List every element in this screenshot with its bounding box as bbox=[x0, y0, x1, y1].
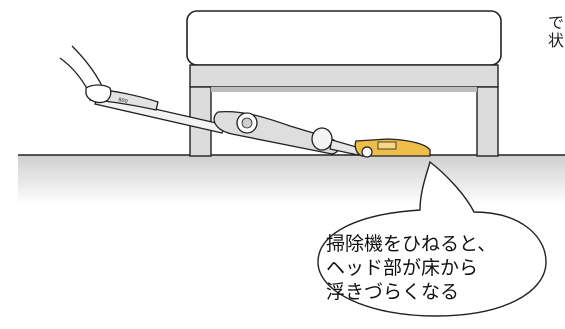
dust-cup bbox=[311, 127, 333, 151]
arm-line bbox=[59, 57, 89, 91]
stick-vacuum: 800 bbox=[89, 89, 431, 158]
mattress bbox=[186, 10, 502, 66]
edge-text: で 状 bbox=[548, 14, 565, 50]
hand bbox=[59, 45, 112, 104]
caption-line-2: ヘッド部が床から bbox=[326, 257, 479, 279]
edge-mark-1: で bbox=[548, 13, 565, 32]
fingers bbox=[85, 84, 112, 104]
handle-label: 800 bbox=[118, 97, 129, 105]
floor bbox=[18, 154, 565, 205]
edge-mark-2: 状 bbox=[548, 31, 565, 50]
bed-frame-rail bbox=[189, 64, 499, 88]
bed-leg-right bbox=[476, 86, 499, 157]
caption-line-3: 浮きづらくなる bbox=[326, 281, 460, 303]
head-wheel bbox=[361, 146, 373, 158]
speech-bubble bbox=[317, 160, 547, 317]
caption: 掃除機をひねると、 ヘッド部が床から 浮きづらくなる bbox=[326, 232, 541, 304]
caption-line-1: 掃除機をひねると、 bbox=[326, 233, 497, 255]
